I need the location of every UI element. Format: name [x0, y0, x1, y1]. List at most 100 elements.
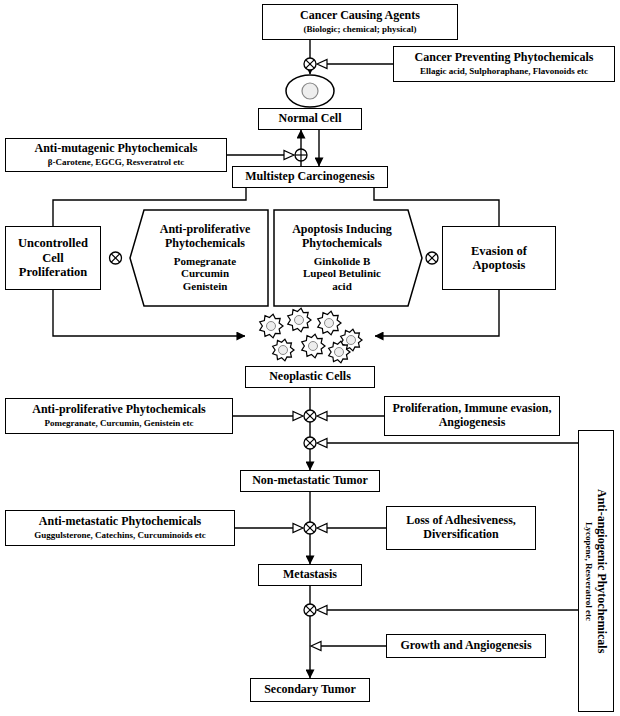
symbol-stroke [306, 439, 314, 447]
neoplastic-cell [273, 339, 294, 361]
symbol-stroke [306, 524, 314, 532]
node-heading: Anti-proliferative Phytochemicals [148, 223, 262, 251]
symbol-stroke [306, 60, 314, 68]
inhibit-symbol [304, 522, 316, 534]
cell-illustration [258, 74, 362, 108]
symbol-ring [304, 604, 316, 616]
effect-arrow [317, 439, 578, 448]
promote-symbol [295, 149, 307, 161]
effect-arrow [317, 524, 386, 533]
node-heading: Multistep Carcinogenesis [245, 170, 374, 184]
phytochemical-pentagon: Apoptosis Inducing PhytochemicalsGinkoli… [274, 210, 422, 306]
symbol-stroke [306, 606, 314, 614]
process-box: Growth and Angiogenesis [386, 634, 546, 658]
cell-nucleus [309, 342, 318, 351]
inhibit-symbol [304, 410, 316, 422]
neoplastic-cell [329, 341, 350, 363]
flow-arrow [309, 388, 310, 470]
node-heading: Cancer Preventing Phytochemicals [415, 51, 594, 65]
neoplastic-cell [288, 308, 311, 332]
phytochemical-box: Anti-mutagenic Phytochemicalsβ-Carotene,… [5, 138, 227, 172]
flow-arrow [300, 130, 301, 166]
effect-line [327, 609, 578, 610]
symbol-stroke [111, 254, 119, 262]
effect-arrow [317, 606, 578, 615]
node-body: Ginkolide B Lupeol Betulinic acid [301, 255, 383, 293]
node-heading: Apoptosis Inducing Phytochemicals [280, 223, 404, 251]
inhibit-symbol [110, 252, 122, 264]
cell-nucleus [295, 316, 304, 325]
node-heading: Neoplastic Cells [269, 370, 351, 384]
phytochemical-box: Anti-metastatic PhytochemicalsGuggulster… [5, 510, 235, 546]
symbol-ring [304, 437, 316, 449]
open-arrow-head [293, 524, 303, 533]
open-arrow-head [317, 60, 327, 69]
node-heading: Non-metastatic Tumor [252, 474, 368, 488]
cell-nucleus [325, 319, 334, 328]
open-arrow-head [311, 642, 321, 651]
symbol-ring [304, 522, 316, 534]
node-heading: Anti-proliferative Phytochemicals [32, 403, 205, 417]
process-box: Proliferation, Immune evasion, Angiogene… [384, 396, 560, 436]
cell-nucleus [347, 336, 356, 345]
symbol-ring [304, 58, 316, 70]
cell-node: Neoplastic Cells [245, 306, 375, 388]
open-arrow-head [293, 412, 303, 421]
node-heading: Anti-mutagenic Phytochemicals [35, 142, 198, 156]
symbol-stroke [428, 254, 436, 262]
effect-line [227, 154, 284, 155]
open-arrow-head [317, 439, 327, 448]
stage-box: Secondary Tumor [250, 678, 370, 702]
node-body: Ellagic acid, Sulphoraphane, Flavonoids … [420, 66, 588, 76]
node-heading: Anti-metastatic Phytochemicals [39, 515, 201, 529]
cell-cluster-illustration [245, 306, 375, 366]
symbol-stroke [306, 524, 314, 532]
effect-arrow [317, 412, 384, 421]
node-heading: Growth and Angiogenesis [400, 639, 531, 653]
symbol-stroke [306, 60, 314, 68]
symbol-stroke [300, 149, 301, 161]
symbol-ring [295, 149, 307, 161]
process-box: Loss of Adhesiveness, Diversification [386, 506, 536, 550]
symbol-stroke [306, 439, 314, 447]
open-arrow-head [284, 151, 294, 160]
node-heading: Secondary Tumor [264, 683, 356, 697]
phytochemical-box: Anti-proliferative PhytochemicalsPomegra… [5, 398, 233, 434]
node-body: Guggulsterone, Catechins, Curcuminoids e… [34, 530, 205, 540]
node-body: β-Carotene, EGCG, Resveratrol etc [48, 157, 185, 167]
neoplastic-cell [318, 311, 341, 335]
symbol-stroke [428, 254, 436, 262]
process-box: Multistep Carcinogenesis [232, 166, 388, 188]
node-heading: Proliferation, Immune evasion, Angiogene… [390, 402, 554, 430]
cell-membrane [286, 75, 334, 107]
node-heading: Evasion of Apoptosis [448, 244, 550, 273]
effect-arrow [311, 642, 386, 651]
effect-line [321, 645, 386, 646]
stage-box: Non-metastatic Tumor [240, 470, 380, 492]
symbol-stroke [111, 254, 119, 262]
node-heading: Cancer Causing Agents [300, 9, 420, 23]
open-arrow-head [317, 412, 327, 421]
symbol-ring [304, 410, 316, 422]
effect-line [235, 527, 293, 528]
open-arrow-head [317, 524, 327, 533]
cell-nucleus [279, 346, 288, 355]
symbol-stroke [306, 412, 314, 420]
cell-nucleus [335, 348, 344, 357]
phytochemical-box: Cancer Preventing PhytochemicalsEllagic … [393, 46, 615, 82]
shape-outline-polygon [274, 210, 422, 306]
inhibit-symbol [304, 437, 316, 449]
stage-box: Metastasis [258, 564, 362, 586]
flow-arrow [318, 130, 319, 166]
node-body: Pomegranate Curcumin Genistein [164, 255, 246, 293]
label-box: Neoplastic Cells [245, 366, 375, 388]
node-heading: Uncontrolled Cell Proliferation [11, 236, 95, 279]
shape-outline-polygon [130, 210, 268, 306]
process-box: Uncontrolled Cell Proliferation [5, 226, 101, 290]
effect-line [327, 527, 386, 528]
effect-line [327, 442, 578, 443]
cell-nucleus [267, 322, 276, 331]
cell-node: Normal Cell [258, 74, 362, 130]
inhibit-symbol [304, 604, 316, 616]
